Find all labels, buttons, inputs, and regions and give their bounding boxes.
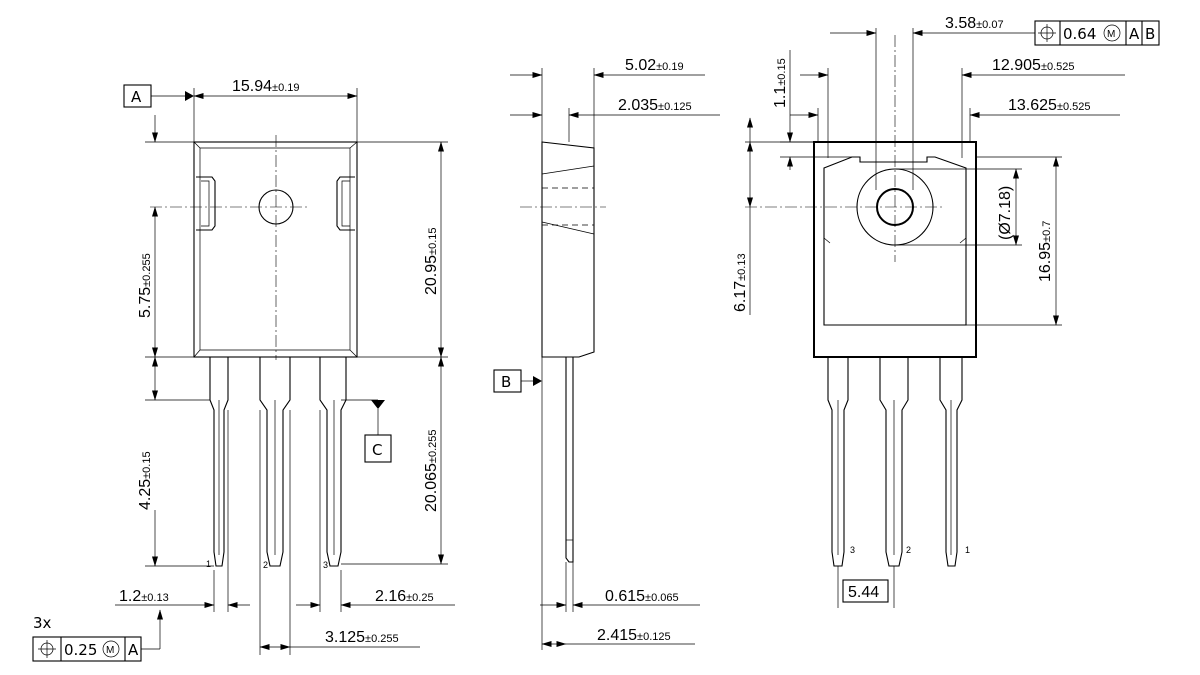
dim-front-body-height: 20.95±0.15	[423, 228, 440, 296]
frame-datum: A	[128, 641, 139, 659]
dim-front-lead-upper-mid: 3.125±0.255	[325, 629, 399, 646]
position-icon	[38, 640, 56, 658]
back-view: 3 2 1 5.44 3.58±0.07 0.64 M A B	[732, 15, 1160, 608]
dim-front-lead-length: 20.065±0.255	[423, 429, 440, 512]
dim-side-tab: 2.035±0.125	[618, 97, 692, 114]
frame-count-label: 3x	[33, 614, 52, 632]
datum-b-label: B	[501, 373, 511, 391]
back-frame-datum-2: B	[1145, 25, 1155, 43]
back-pin-label-1: 1	[965, 545, 970, 555]
back-mmc-circle-icon	[1103, 24, 1121, 42]
side-body-outline	[541, 141, 595, 358]
dim-front-lead-shoulder: 4.25±0.15	[137, 451, 154, 510]
front-pin-label-3: 3	[323, 560, 328, 570]
dim-front-width: 15.94±0.19	[232, 78, 300, 95]
front-view: 1 2 3 A 15.94±0.19 5.75±0.255 4.25±0.15 …	[32, 78, 455, 662]
front-lead-1	[209, 357, 229, 567]
front-lead-2	[259, 357, 291, 567]
dim-front-lead-width: 1.2±0.13	[119, 588, 169, 605]
datum-c-triangle	[371, 400, 385, 409]
back-frame-modifier: M	[1107, 29, 1115, 40]
front-body-chamfer	[199, 147, 351, 351]
dim-front-hole-height: 5.75±0.255	[137, 253, 154, 318]
side-view: B 5.02±0.19 2.035±0.125 0.615±0.065 2.41…	[493, 57, 720, 650]
dim-back-top-margin: 1.1±0.15	[772, 58, 789, 108]
dim-side-thickness: 5.02±0.19	[625, 57, 684, 74]
mmc-circle-icon	[102, 640, 120, 658]
back-pad-outline	[823, 156, 967, 326]
datum-c-label: C	[372, 441, 382, 459]
dim-back-inner-width: 12.905±0.525	[992, 57, 1075, 74]
dim-side-lead-offset: 2.415±0.125	[597, 627, 671, 644]
datum-a-label: A	[131, 88, 142, 106]
left-slot	[196, 176, 216, 231]
back-position-icon	[1038, 24, 1056, 42]
dim-back-pad-height: 16.95±0.7	[1037, 221, 1054, 282]
back-frame-datum-1: A	[1129, 25, 1140, 43]
back-lead-1	[939, 357, 963, 567]
frame-modifier: M	[106, 645, 114, 656]
front-pin-label-1: 1	[206, 559, 211, 569]
front-leads	[209, 357, 347, 567]
back-pin-label-3: 3	[850, 545, 855, 555]
dim-back-hole-pos: 3.58±0.07	[945, 15, 1004, 32]
back-pin-label-2: 2	[906, 545, 911, 555]
side-lead	[565, 357, 574, 563]
front-body-outline	[193, 141, 358, 358]
dim-back-hole-center: 6.17±0.13	[732, 253, 749, 312]
dim-back-pitch: 5.44	[848, 584, 879, 601]
dim-side-lead-thickness: 0.615±0.065	[605, 588, 679, 605]
dim-back-hole-diameter: (Ø7.18)	[997, 186, 1014, 240]
front-pin-label-2: 2	[263, 560, 268, 570]
front-lead-3	[319, 357, 347, 567]
dim-front-lead-upper-width: 2.16±0.25	[375, 588, 434, 605]
datum-c-box	[364, 434, 392, 463]
datum-a-triangle	[185, 91, 194, 101]
back-frame-tolerance: 0.64	[1063, 25, 1096, 43]
right-slot	[336, 176, 355, 231]
pitch-box	[842, 579, 889, 603]
dim-back-outer-width: 13.625±0.525	[1008, 97, 1091, 114]
frame-tolerance-value: 0.25	[64, 641, 97, 659]
datum-b-triangle	[533, 376, 542, 386]
back-tolerance-frame	[1034, 20, 1160, 46]
back-leads	[827, 357, 963, 567]
